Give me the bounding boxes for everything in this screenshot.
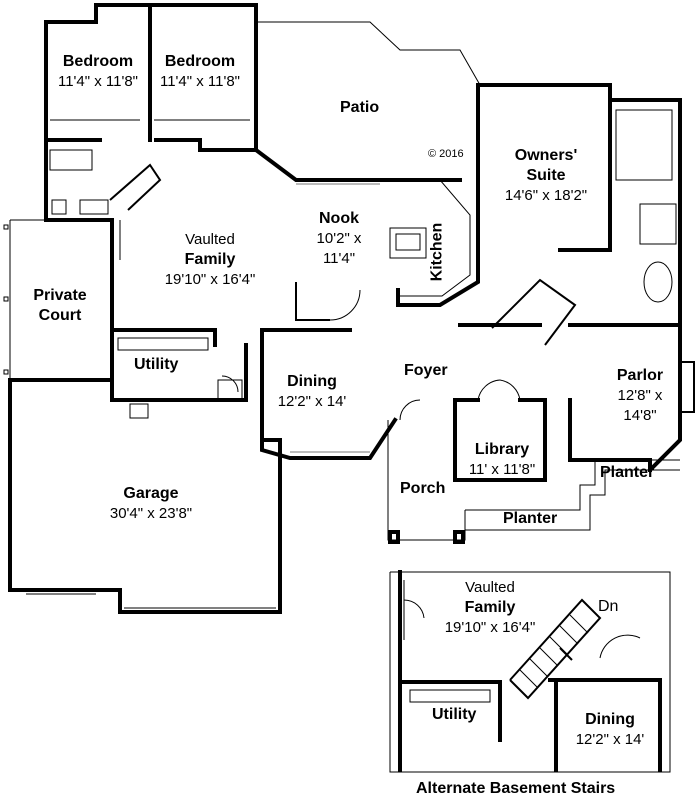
utility-label: Utility: [134, 356, 179, 373]
porch-label: Porch: [400, 480, 446, 497]
owners-suite-dims: 14'6" x 18'2": [504, 187, 588, 204]
interior-details: [49, 109, 695, 453]
foyer-label: Foyer: [404, 362, 448, 379]
parlor-name: Parlor: [616, 367, 664, 384]
planter-2-label: Planter: [503, 510, 558, 527]
owners-suite-name-1: Owners': [514, 147, 578, 164]
private-court-label: Private Court: [20, 286, 100, 326]
inset-family-prefix: Vaulted: [465, 579, 515, 596]
bedroom-2-dims: 11'4" x 11'8": [159, 73, 241, 90]
inset-stairs-down-label: Dn: [598, 598, 619, 615]
family-prefix: Vaulted: [185, 231, 235, 248]
patio-label: Patio: [340, 99, 380, 116]
bedroom-1-name: Bedroom: [62, 53, 134, 70]
dining-dims: 12'2" x 14': [277, 393, 347, 410]
inset-stairs: [509, 598, 602, 700]
inset-family-label: Vaulted Family 19'10" x 16'4": [430, 578, 550, 638]
nook-label: Nook 10'2" x 11'4": [304, 209, 374, 269]
owners-suite-label: Owners' Suite 14'6" x 18'2": [488, 146, 604, 206]
inset-dining-label: Dining 12'2" x 14': [562, 710, 658, 750]
garage-name: Garage: [123, 485, 179, 502]
parlor-dims-1: 12'8" x: [617, 387, 663, 404]
planter-1-label: Planter: [600, 464, 655, 481]
parlor-label: Parlor 12'8" x 14'8": [608, 366, 672, 426]
library-label: Library 11' x 11'8": [462, 440, 542, 480]
owners-suite-name-2: Suite: [526, 167, 566, 184]
inset-dining-dims: 12'2" x 14': [575, 731, 645, 748]
inset-family-name: Family: [464, 599, 516, 616]
garage-dims: 30'4" x 23'8": [109, 505, 193, 522]
inset-alternate-stairs: [389, 570, 671, 773]
nook-dims-1: 10'2" x: [316, 230, 362, 247]
inset-dining-name: Dining: [585, 711, 635, 728]
bedroom-2-name: Bedroom: [164, 53, 236, 70]
copyright-text: © 2016: [428, 148, 464, 160]
inset-utility-label: Utility: [432, 706, 477, 723]
parlor-dims-2: 14'8": [623, 407, 657, 424]
library-dims: 11' x 11'8": [468, 461, 536, 478]
private-court-name-1: Private: [33, 287, 87, 304]
family-dims: 19'10" x 16'4": [164, 271, 256, 288]
family-label: Vaulted Family 19'10" x 16'4": [150, 230, 270, 290]
library-name: Library: [474, 441, 530, 458]
family-name: Family: [184, 251, 236, 268]
private-court-name-2: Court: [38, 307, 82, 324]
garage-label: Garage 30'4" x 23'8": [86, 484, 216, 524]
dining-name: Dining: [287, 373, 337, 390]
inset-family-dims: 19'10" x 16'4": [444, 619, 536, 636]
nook-dims-2: 11'4": [322, 250, 356, 267]
dining-label: Dining 12'2" x 14': [262, 372, 362, 412]
bedroom-2-label: Bedroom 11'4" x 11'8": [158, 52, 242, 92]
bedroom-1-dims: 11'4" x 11'8": [57, 73, 139, 90]
nook-name: Nook: [319, 210, 359, 227]
bedroom-1-label: Bedroom 11'4" x 11'8": [56, 52, 140, 92]
kitchen-label: Kitchen: [428, 222, 446, 282]
inset-caption: Alternate Basement Stairs: [416, 780, 616, 797]
